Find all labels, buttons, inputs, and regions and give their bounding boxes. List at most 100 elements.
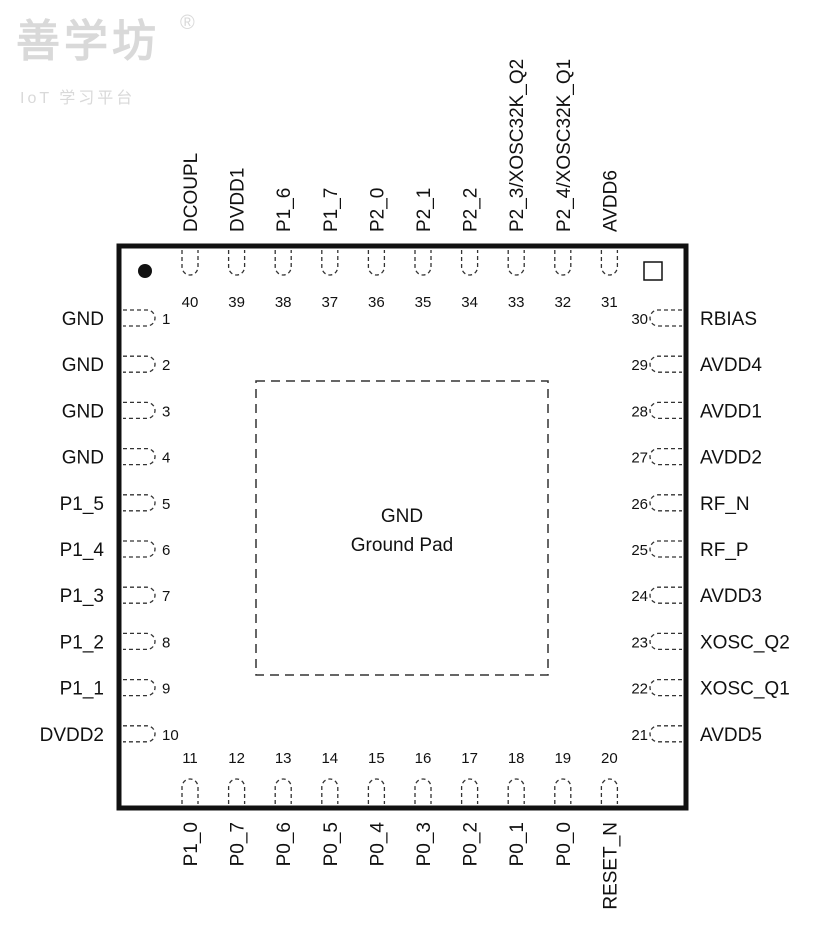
pin-pad-32 (554, 250, 572, 276)
watermark-logo: 善学坊 ® IoT 学习平台 (16, 6, 216, 107)
pin-label-9: P1_1 (60, 679, 104, 700)
pin-pad-17 (460, 778, 479, 804)
pin-label-4: GND (62, 448, 104, 469)
pin-number-7: 7 (162, 588, 170, 605)
pin-pad-13 (274, 778, 292, 804)
pin-number-33: 33 (508, 294, 525, 311)
pin-label-22: XOSC_Q1 (700, 679, 790, 700)
pin-label-20: RESET_N (600, 822, 621, 910)
pin-pad-4 (123, 447, 156, 466)
pin1-marker-dot (138, 264, 152, 278)
corner-square-marker (643, 261, 663, 281)
pin-pad-2 (123, 355, 156, 373)
pin-label-29: AVDD4 (700, 355, 762, 376)
ground-pad-label-1: GND (381, 506, 423, 527)
registered-mark: ® (180, 12, 195, 34)
pin-number-6: 6 (162, 542, 170, 559)
chip-body (116, 243, 689, 811)
pin-label-27: AVDD2 (700, 448, 762, 469)
ground-pad (255, 380, 549, 676)
pin-label-6: P1_4 (60, 540, 105, 561)
pin-pad-8 (123, 632, 156, 651)
pin-pad-29 (649, 355, 682, 373)
pin-label-13: P0_6 (274, 822, 295, 866)
pin-pad-27 (649, 447, 682, 466)
pin-label-11: P1_0 (181, 822, 202, 866)
pin-number-27: 27 (631, 450, 648, 467)
pin-number-2: 2 (162, 357, 170, 374)
pin-label-37: P1_7 (321, 188, 342, 232)
pin-label-26: RF_N (700, 494, 750, 515)
pin-label-3: GND (62, 401, 104, 422)
pin-label-1: GND (62, 309, 104, 330)
pin-number-8: 8 (162, 634, 170, 651)
pin-pad-34 (460, 250, 479, 276)
pin-pad-9 (123, 678, 156, 697)
pin-label-28: AVDD1 (700, 401, 762, 422)
pin-number-10: 10 (162, 727, 179, 744)
pin-number-15: 15 (368, 750, 385, 767)
pin-label-24: AVDD3 (700, 586, 762, 607)
watermark-subtitle: IoT 学习平台 (20, 90, 136, 107)
pin-label-18: P0_1 (507, 822, 528, 866)
pin-number-30: 30 (631, 311, 648, 328)
pin-label-32: P2_4/XOSC32K_Q1 (554, 59, 575, 232)
pin-pad-16 (414, 778, 432, 804)
pin-pad-38 (274, 250, 292, 276)
pin-label-16: P0_3 (414, 822, 435, 866)
pin-pad-36 (367, 250, 386, 276)
pin-number-22: 22 (631, 681, 648, 698)
watermark-title: 善学坊 (16, 17, 160, 66)
pin-label-35: P2_1 (414, 188, 435, 232)
pin-pad-31 (600, 250, 619, 276)
pin-number-35: 35 (415, 294, 432, 311)
pin-number-23: 23 (631, 634, 648, 651)
pin-number-31: 31 (601, 294, 618, 311)
pin-number-20: 20 (601, 750, 618, 767)
pin-label-30: RBIAS (700, 309, 757, 330)
pin-pad-28 (649, 401, 682, 420)
pin-number-24: 24 (631, 588, 648, 605)
pin-pad-6 (123, 540, 156, 558)
pin-label-36: P2_0 (367, 188, 388, 232)
pin-pad-19 (554, 778, 572, 804)
pin-label-5: P1_5 (60, 494, 104, 515)
pin-number-40: 40 (182, 294, 199, 311)
pin-number-34: 34 (461, 294, 478, 311)
pin-label-17: P0_2 (461, 822, 482, 866)
pin-number-21: 21 (631, 727, 648, 744)
pin-number-1: 1 (162, 311, 170, 328)
pin-label-31: AVDD6 (600, 170, 621, 232)
pin-number-18: 18 (508, 750, 525, 767)
pin-pad-35 (414, 250, 432, 276)
pin-number-39: 39 (228, 294, 245, 311)
pin-pad-33 (507, 250, 525, 276)
pin-number-11: 11 (182, 750, 198, 767)
pin-pad-25 (649, 540, 682, 558)
pin-label-34: P2_2 (461, 188, 482, 232)
pin-label-7: P1_3 (60, 586, 104, 607)
pin-pad-15 (367, 778, 386, 804)
pin-number-5: 5 (162, 496, 170, 513)
pin-number-28: 28 (631, 403, 648, 420)
pin-number-38: 38 (275, 294, 292, 311)
pin-pad-24 (649, 586, 682, 604)
pin-pad-37 (321, 250, 339, 276)
pin-pad-40 (181, 250, 199, 276)
pin-pad-20 (600, 778, 619, 804)
pin-label-10: DVDD2 (40, 725, 104, 746)
pin-label-25: RF_P (700, 540, 749, 561)
pin-number-14: 14 (321, 750, 338, 767)
pin-number-9: 9 (162, 681, 170, 698)
pin-number-4: 4 (162, 450, 170, 467)
pin-pad-14 (321, 778, 339, 804)
pin-pad-7 (123, 586, 156, 604)
pin-number-3: 3 (162, 403, 170, 420)
pin-pad-1 (123, 309, 156, 327)
pin-label-14: P0_5 (321, 822, 342, 866)
pin-label-38: P1_6 (274, 188, 295, 232)
pin-pad-39 (227, 250, 246, 276)
pin-pad-11 (181, 778, 199, 804)
pin-pad-12 (227, 778, 246, 804)
